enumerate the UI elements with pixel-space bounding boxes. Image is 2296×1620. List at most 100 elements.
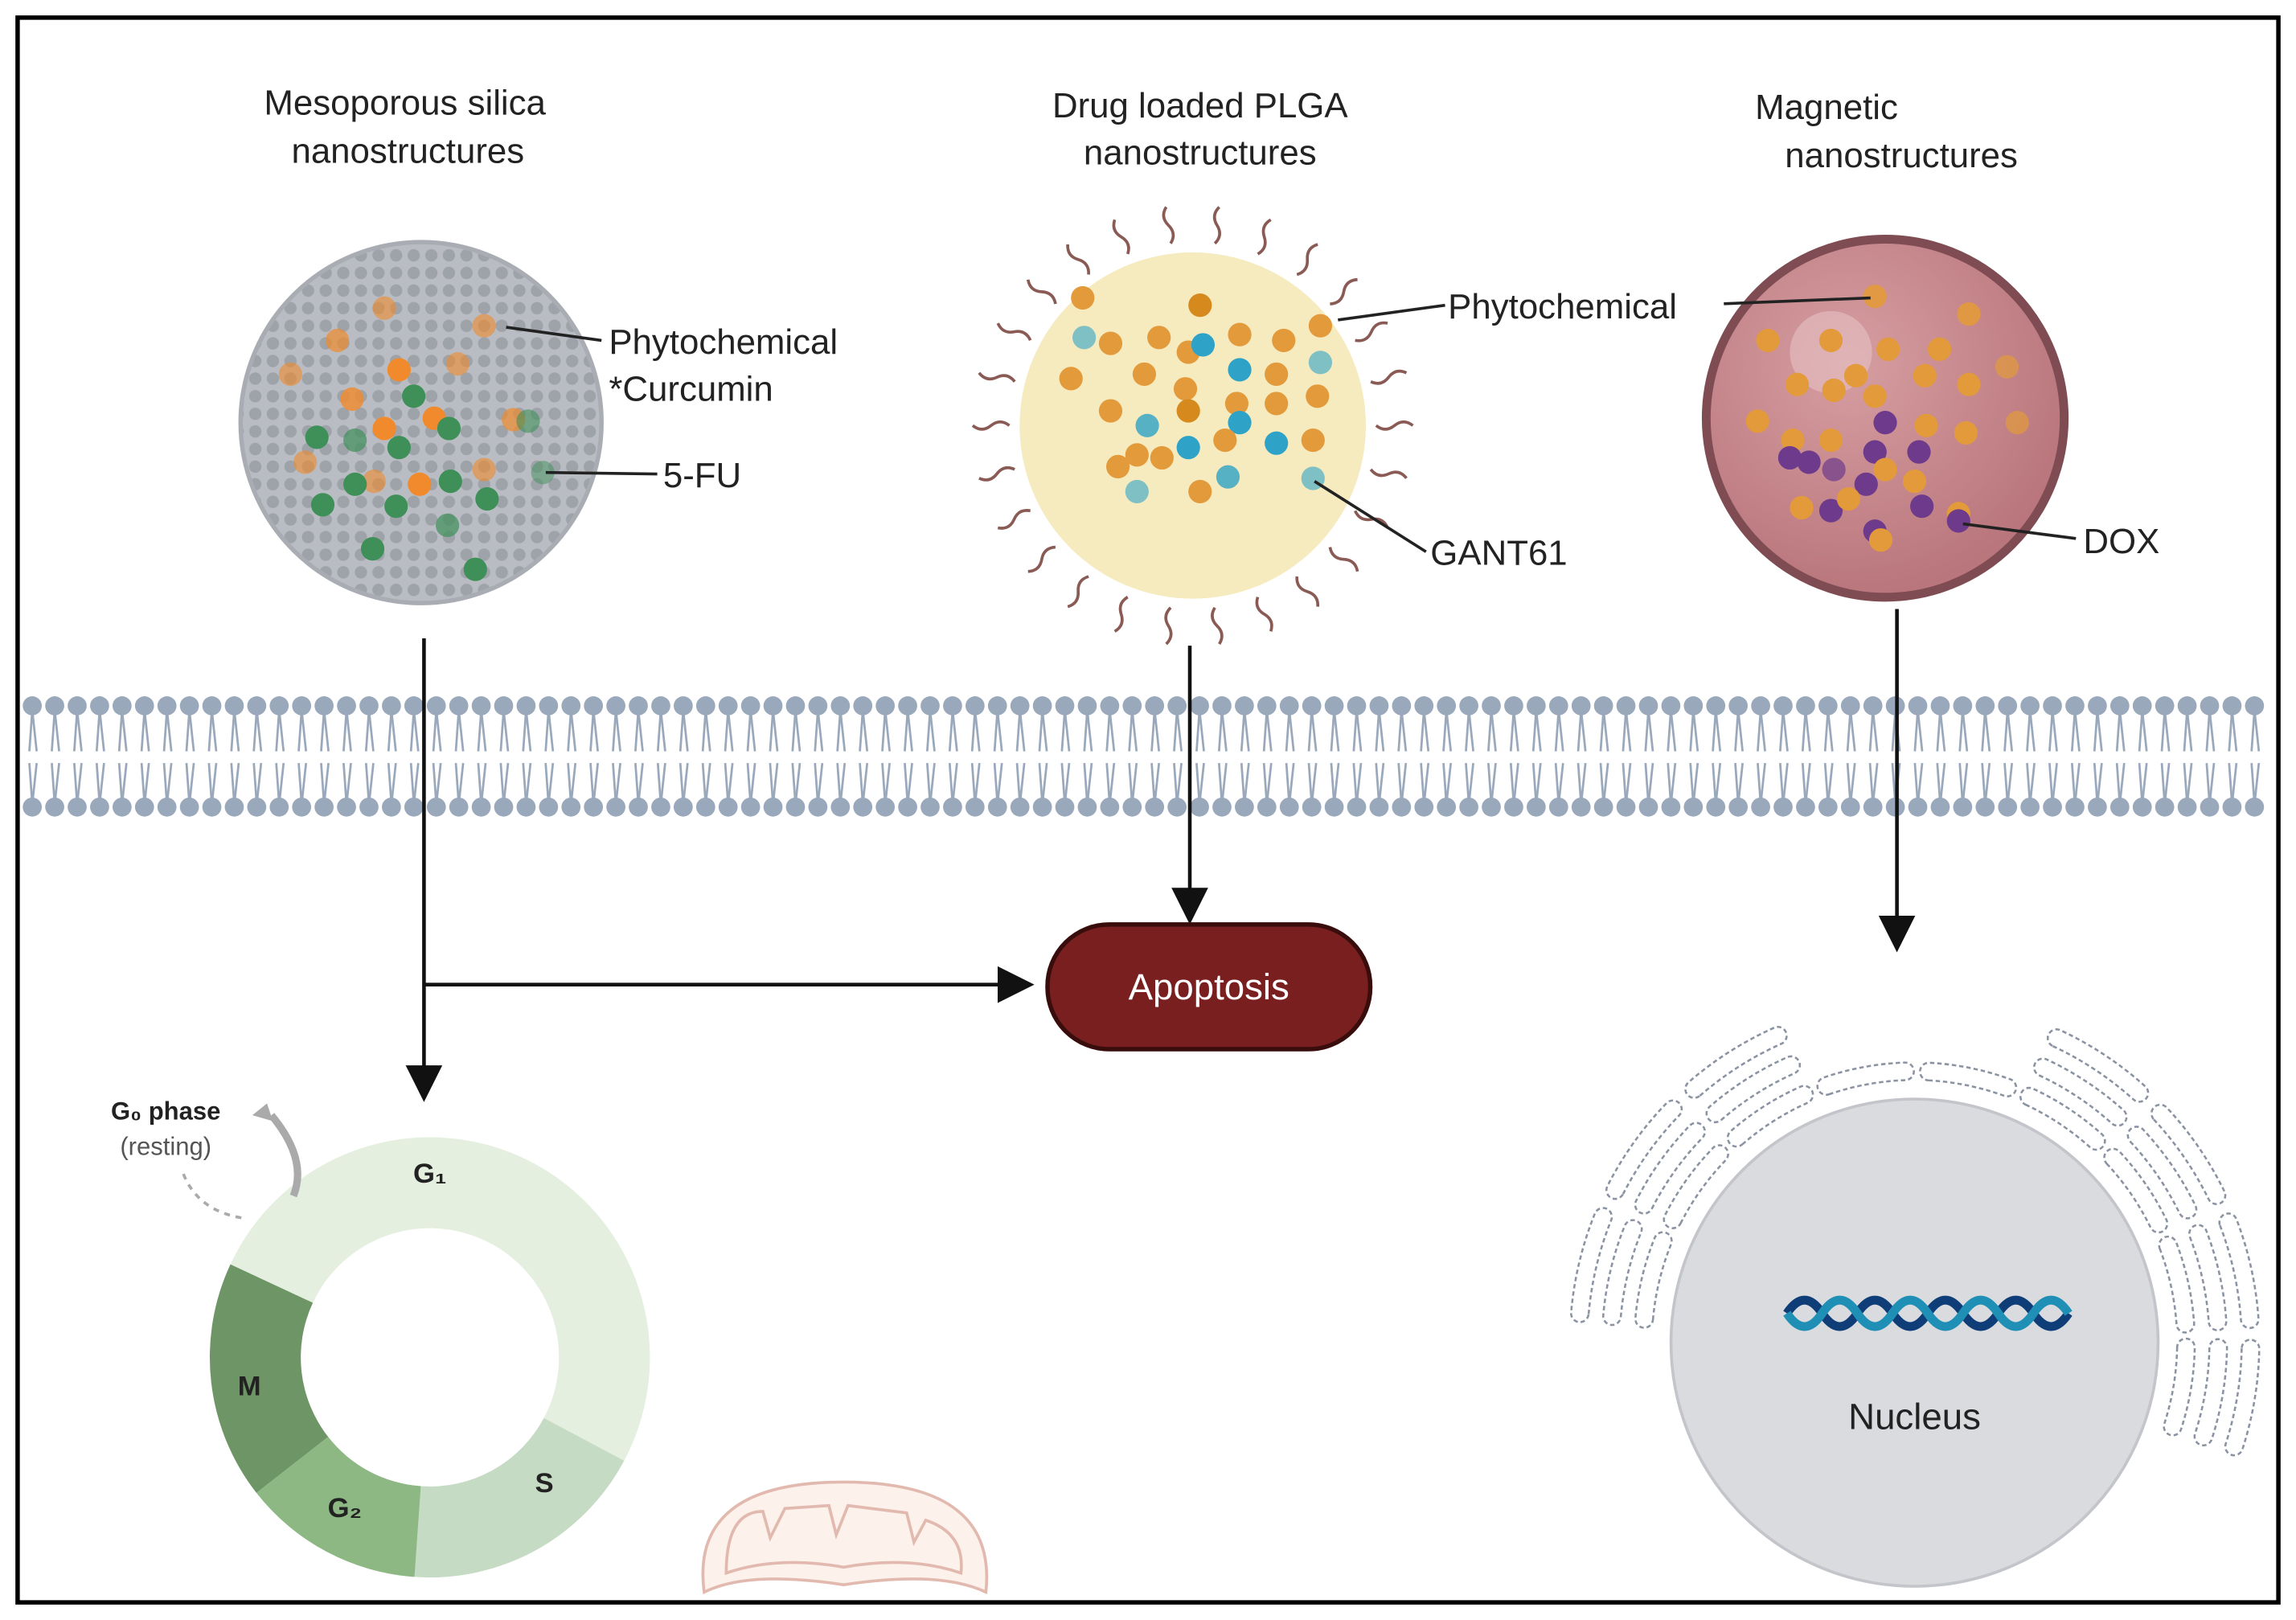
- drug-particle: [438, 470, 462, 494]
- er-cisterna: [2218, 1212, 2260, 1329]
- apoptosis-box: Apoptosis: [1045, 922, 1373, 1052]
- peg-chain: [1027, 545, 1056, 573]
- drug-particle: [1914, 413, 1938, 437]
- drug-particle: [1818, 428, 1843, 453]
- magnetic-nanoparticle: [1701, 235, 2069, 602]
- plga-nanoparticle: [971, 206, 1414, 646]
- phase-m: M: [238, 1372, 261, 1402]
- mesoporous-silica-nanoparticle: [238, 240, 604, 605]
- drug-particle: [384, 494, 408, 519]
- drug-particle: [343, 428, 367, 453]
- drug-particle: [360, 537, 385, 561]
- drug-particle: [387, 358, 411, 382]
- peg-chain: [1328, 547, 1359, 572]
- drug-particle: [1228, 322, 1252, 347]
- peg-chain: [1296, 243, 1318, 277]
- drug-particle: [326, 328, 350, 353]
- drug-particle: [1873, 411, 1897, 435]
- drug-particle: [1228, 411, 1252, 435]
- peg-chain: [996, 322, 1032, 342]
- peg-chain: [971, 420, 1011, 431]
- drug-particle: [1954, 420, 1978, 445]
- er-cisterna: [2019, 1086, 2106, 1151]
- svg-text:Magnetic: Magnetic: [1755, 88, 1898, 127]
- drug-particle: [463, 557, 487, 581]
- drug-particle: [1176, 399, 1200, 423]
- drug-particle: [1756, 328, 1780, 353]
- phase-s: S: [535, 1468, 553, 1499]
- endoplasmic-reticulum: [1570, 1026, 2261, 1457]
- drug-particle: [1147, 326, 1171, 350]
- nucleus-label: Nucleus: [1848, 1396, 1981, 1437]
- er-cisterna: [1816, 1061, 1915, 1096]
- label-curcumin: *Curcumin: [609, 369, 773, 408]
- svg-text:nanostructures: nanostructures: [1084, 133, 1317, 172]
- drug-particle: [1797, 450, 1821, 474]
- drug-particle: [1125, 479, 1149, 504]
- peg-chain: [1113, 596, 1129, 633]
- drug-particle: [1188, 479, 1212, 504]
- drug-particle: [1301, 428, 1325, 453]
- drug-particle: [1188, 293, 1212, 318]
- peg-chain: [1211, 606, 1224, 646]
- drug-particle: [1265, 362, 1289, 387]
- drug-particle: [1863, 285, 1887, 309]
- drug-particle: [1863, 440, 1887, 464]
- er-cisterna: [2224, 1339, 2261, 1457]
- er-cisterna: [2163, 1337, 2196, 1437]
- drug-particle: [1228, 358, 1252, 382]
- er-cisterna: [2150, 1103, 2227, 1206]
- peg-chain: [978, 465, 1015, 482]
- drug-particle: [372, 296, 396, 320]
- peg-chain: [1330, 277, 1358, 306]
- drug-particle: [1781, 428, 1805, 453]
- peg-chain: [1375, 420, 1414, 431]
- drug-particle: [1913, 363, 1937, 388]
- drug-particle: [475, 486, 499, 511]
- peg-chain: [1369, 468, 1408, 479]
- phase-g2: G₂: [328, 1493, 362, 1524]
- drug-particle: [1224, 392, 1249, 416]
- peg-chain: [1295, 576, 1320, 607]
- svg-text:nanostructures: nanostructures: [291, 132, 524, 171]
- apoptosis-label: Apoptosis: [1129, 966, 1289, 1007]
- drug-particle: [1876, 337, 1900, 361]
- drug-particle: [1059, 367, 1083, 391]
- drug-particle: [372, 416, 396, 441]
- drug-particle: [1745, 409, 1769, 433]
- drug-particle: [472, 457, 496, 482]
- peg-chain: [1026, 279, 1057, 305]
- drug-particle: [1135, 413, 1159, 437]
- peg-chain: [1212, 206, 1221, 245]
- er-cisterna: [1726, 1085, 1814, 1148]
- segment-s: [414, 1417, 625, 1578]
- drug-particle: [278, 362, 302, 387]
- magnetic-title: Magnetic nanostructures: [1755, 88, 2018, 175]
- drug-particle: [1191, 333, 1216, 357]
- drug-particle: [305, 425, 329, 449]
- peg-chain: [1162, 206, 1175, 244]
- label-dox: DOX: [2083, 522, 2159, 561]
- phase-g1: G₁: [413, 1159, 446, 1189]
- plga-title: Drug loaded PLGA nanostructures: [1052, 86, 1348, 172]
- drug-particle: [1071, 285, 1095, 310]
- er-cisterna: [1634, 1231, 1673, 1329]
- drug-particle: [1308, 314, 1333, 338]
- label-phytochemical-plga: Phytochemical: [1448, 287, 1677, 326]
- drug-particle: [1818, 328, 1843, 353]
- peg-chain: [978, 371, 1016, 383]
- drug-particle: [1910, 494, 1934, 519]
- drug-particle: [387, 436, 411, 460]
- g0-resting-label: (resting): [120, 1132, 211, 1160]
- cell-membrane: [23, 696, 2265, 817]
- drug-particle: [310, 493, 335, 517]
- drug-particle: [293, 450, 318, 474]
- svg-text:Mesoporous silica: Mesoporous silica: [264, 83, 546, 122]
- label-phytochemical-silica: Phytochemical: [609, 322, 838, 362]
- label-gant61: GANT61: [1430, 534, 1567, 573]
- drug-particle: [1836, 486, 1860, 511]
- drug-particle: [1927, 337, 1952, 361]
- cell-cycle-ring: G₁ S G₂ M G₀ phase (resting): [111, 1097, 650, 1578]
- peg-chain: [1257, 218, 1272, 256]
